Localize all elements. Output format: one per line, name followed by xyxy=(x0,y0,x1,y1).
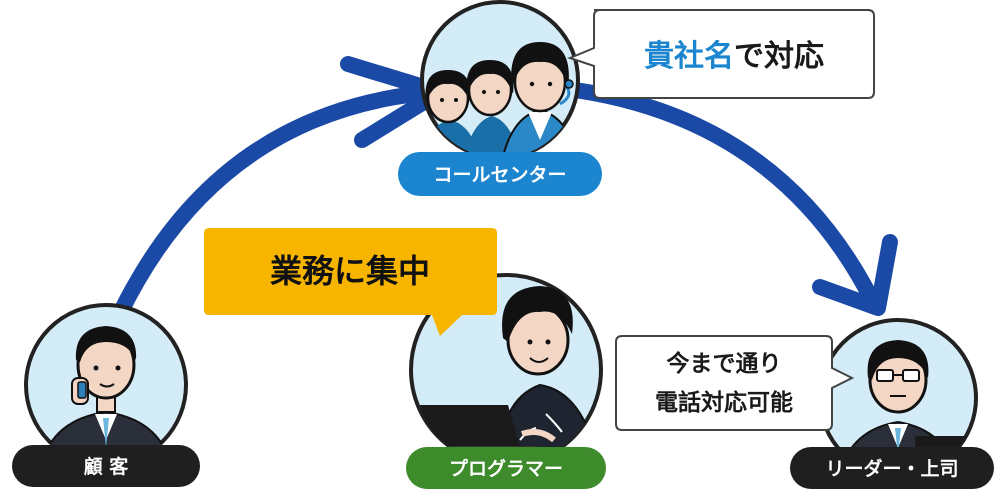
label-customer: 顧 客 xyxy=(84,455,130,478)
label-leader: リーダー・上司 xyxy=(825,457,958,480)
bubble-phone-line2: 電話対応可能 xyxy=(655,389,793,416)
bubble-focus: 業務に集中 xyxy=(204,228,497,336)
bubble-focus-text: 業務に集中 xyxy=(270,252,430,290)
svg-text:貴社名で対応: 貴社名で対応 xyxy=(644,39,824,74)
arrowhead-leader-icon xyxy=(812,234,898,316)
node-programmer xyxy=(409,273,603,467)
flow-arrows xyxy=(108,56,898,330)
bubble-company-rest: で対応 xyxy=(734,39,824,74)
pill-leader: リーダー・上司 xyxy=(790,447,994,489)
node-call-center xyxy=(420,0,580,160)
pill-customer: 顧 客 xyxy=(12,445,200,487)
arrow-callcenter-to-leader xyxy=(567,82,880,308)
pill-call-center: コールセンター xyxy=(398,152,602,196)
arrow-customer-to-callcenter xyxy=(108,84,443,330)
bubble-company-accent: 貴社名 xyxy=(644,39,734,74)
pill-programmer: プログラマー xyxy=(406,447,606,489)
bubble-phone: 今まで通り 電話対応可能 xyxy=(615,335,855,431)
label-programmer: プログラマー xyxy=(449,457,563,480)
bubble-phone-line1: 今まで通り xyxy=(667,350,782,377)
bubble-company: 貴社名で対応 xyxy=(567,9,875,99)
label-call-center: コールセンター xyxy=(433,164,566,186)
